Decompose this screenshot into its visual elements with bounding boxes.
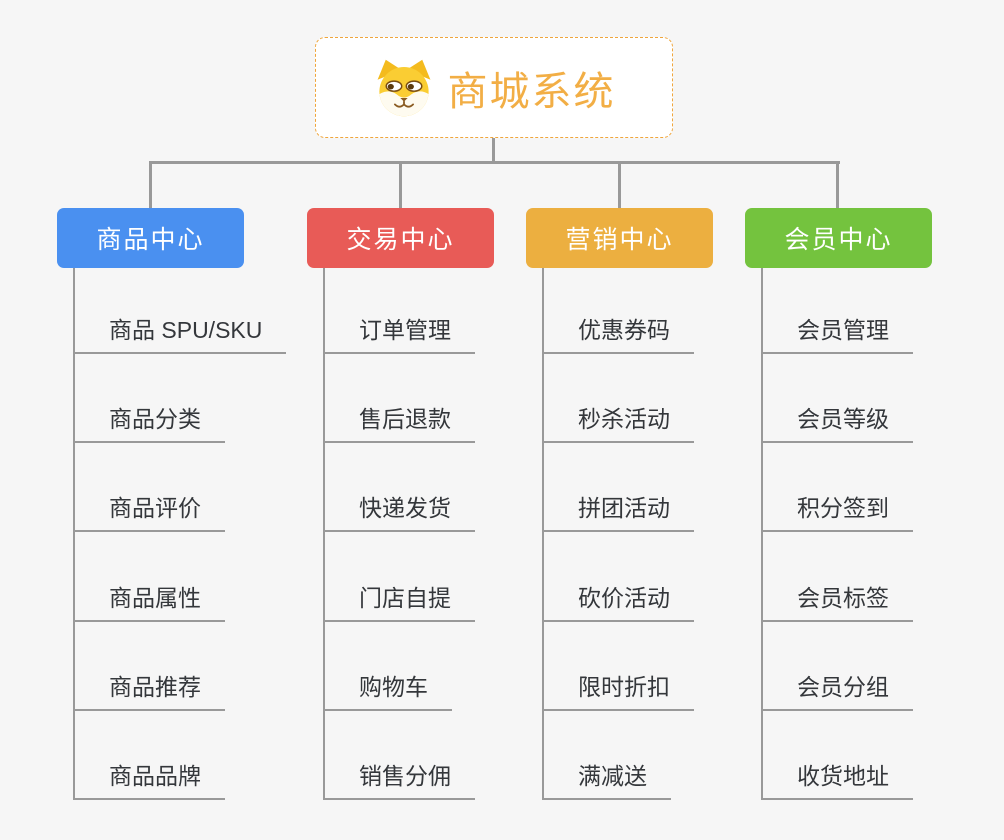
item-product-attribute[interactable]: 商品属性 — [75, 579, 225, 622]
branch-items-marketing-center: 优惠券码 秒杀活动 拼团活动 砍价活动 限时折扣 满减送 — [542, 268, 694, 800]
branch-items-trade-center: 订单管理 售后退款 快递发货 门店自提 购物车 销售分佣 — [323, 268, 475, 800]
mindmap-item: 商品属性 — [75, 532, 286, 622]
item-limited-time-discount[interactable]: 限时折扣 — [544, 668, 694, 711]
mindmap-item: 拼团活动 — [544, 443, 694, 533]
item-group-buy[interactable]: 拼团活动 — [544, 489, 694, 533]
item-flash-sale[interactable]: 秒杀活动 — [544, 400, 694, 444]
branch-node-product-center[interactable]: 商品中心 — [57, 208, 244, 268]
mindmap-item: 商品分类 — [75, 354, 286, 444]
mindmap-item: 会员标签 — [763, 532, 913, 622]
mindmap-item: 商品 SPU/SKU — [75, 268, 287, 354]
mindmap-item: 快递发货 — [325, 443, 475, 533]
item-product-brand[interactable]: 商品品牌 — [75, 757, 225, 800]
item-bargain-activity[interactable]: 砍价活动 — [544, 579, 694, 622]
item-shipping-address[interactable]: 收货地址 — [763, 757, 913, 800]
mindmap-item: 销售分佣 — [325, 711, 475, 800]
mindmap-item: 会员等级 — [763, 354, 913, 444]
item-member-level[interactable]: 会员等级 — [763, 400, 913, 444]
item-member-group[interactable]: 会员分组 — [763, 668, 913, 711]
mindmap-item: 收货地址 — [763, 711, 913, 800]
item-product-category[interactable]: 商品分类 — [75, 400, 225, 444]
root-node-mall-system[interactable]: 商城系统 — [315, 37, 673, 138]
item-member-tag[interactable]: 会员标签 — [763, 579, 913, 622]
mindmap-item: 优惠券码 — [544, 268, 694, 354]
mindmap-item: 砍价活动 — [544, 532, 694, 622]
item-product-review[interactable]: 商品评价 — [75, 489, 225, 533]
connector-drop-branch-1 — [149, 161, 152, 209]
item-member-management[interactable]: 会员管理 — [763, 311, 913, 354]
mindmap-item: 会员分组 — [763, 622, 913, 711]
item-full-reduction[interactable]: 满减送 — [544, 757, 671, 800]
shiba-dog-icon — [373, 57, 435, 119]
branch-items-product-center: 商品 SPU/SKU 商品分类 商品评价 商品属性 商品推荐 商品品牌 — [73, 268, 287, 800]
branch-node-marketing-center[interactable]: 营销中心 — [526, 208, 713, 268]
mindmap-item: 积分签到 — [763, 443, 913, 533]
branch-node-trade-center[interactable]: 交易中心 — [307, 208, 494, 268]
mindmap-item: 限时折扣 — [544, 622, 694, 711]
item-product-spu-sku[interactable]: 商品 SPU/SKU — [75, 311, 287, 354]
item-points-checkin[interactable]: 积分签到 — [763, 489, 913, 533]
item-aftersale-refund[interactable]: 售后退款 — [325, 400, 475, 444]
connector-drop-branch-3 — [618, 161, 621, 209]
mindmap-item: 商品品牌 — [75, 711, 286, 800]
mindmap-item: 会员管理 — [763, 268, 913, 354]
mindmap-item: 满减送 — [544, 711, 694, 800]
item-product-recommend[interactable]: 商品推荐 — [75, 668, 225, 711]
item-express-delivery[interactable]: 快递发货 — [325, 489, 475, 533]
mindmap-item: 门店自提 — [325, 532, 475, 622]
connector-drop-branch-2 — [399, 161, 402, 209]
connector-drop-branch-4 — [836, 161, 839, 209]
connector-horizontal-rail — [149, 161, 840, 164]
mindmap-item: 秒杀活动 — [544, 354, 694, 444]
connector-root-stub — [492, 138, 495, 163]
item-sales-commission[interactable]: 销售分佣 — [325, 757, 475, 800]
item-coupon-code[interactable]: 优惠券码 — [544, 311, 694, 354]
mindmap-item: 商品评价 — [75, 443, 286, 533]
mindmap-item: 订单管理 — [325, 268, 475, 354]
item-order-management[interactable]: 订单管理 — [325, 311, 475, 354]
item-store-pickup[interactable]: 门店自提 — [325, 579, 475, 622]
branch-node-member-center[interactable]: 会员中心 — [745, 208, 932, 268]
mindmap-item: 售后退款 — [325, 354, 475, 444]
item-shopping-cart[interactable]: 购物车 — [325, 668, 452, 711]
root-title: 商城系统 — [447, 69, 616, 114]
branch-items-member-center: 会员管理 会员等级 积分签到 会员标签 会员分组 收货地址 — [761, 268, 913, 800]
mindmap-item: 购物车 — [325, 622, 475, 711]
mindmap-item: 商品推荐 — [75, 622, 286, 711]
